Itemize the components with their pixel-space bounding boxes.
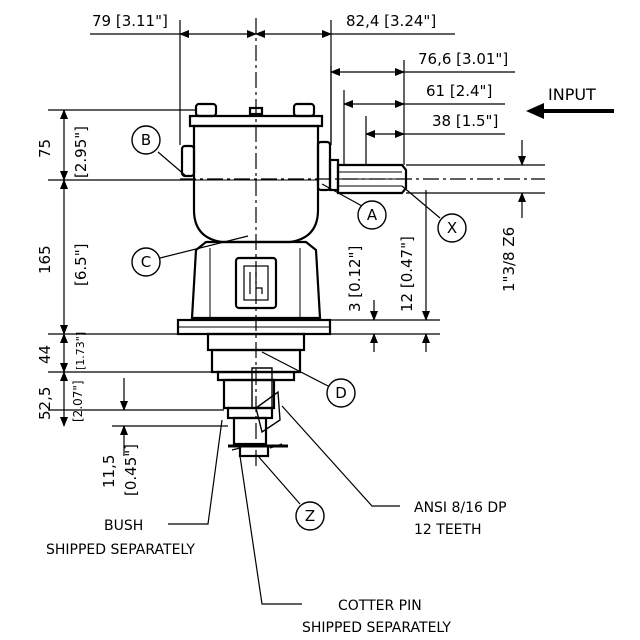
input-label: INPUT bbox=[548, 85, 596, 104]
extension-lines bbox=[48, 18, 545, 470]
dim-3: 3 [0.12"] bbox=[346, 246, 364, 312]
callout-c: C bbox=[131, 247, 161, 277]
dim-shaft-dia: 1"3/8 Z6 bbox=[500, 227, 518, 292]
dim-75-inch: [2.95"] bbox=[72, 126, 90, 178]
cotter-pin-label: COTTER PIN bbox=[338, 598, 422, 614]
gearbox-body bbox=[176, 102, 408, 458]
callout-a: A bbox=[357, 200, 387, 230]
ansi-label: ANSI 8/16 DP bbox=[414, 500, 507, 516]
dim-61: 61 [2.4"] bbox=[426, 82, 492, 100]
dim-165-inch: [6.5"] bbox=[72, 244, 90, 286]
bush-label: BUSH bbox=[104, 518, 143, 534]
callout-d: D bbox=[326, 378, 356, 408]
dim-82-4: 82,4 [3.24"] bbox=[346, 12, 436, 30]
input-arrow bbox=[526, 103, 614, 119]
dim-52-5-inch: [2.07"] bbox=[71, 380, 85, 422]
svg-text:X: X bbox=[447, 219, 457, 237]
callout-x: X bbox=[437, 213, 467, 243]
dim-165: 165 bbox=[36, 245, 54, 274]
bush-shipped-label: SHIPPED SEPARATELY bbox=[46, 542, 195, 558]
dim-76-6: 76,6 [3.01"] bbox=[418, 50, 508, 68]
dim-11-5: 11,5 bbox=[100, 455, 118, 488]
dim-44: 44 bbox=[36, 345, 54, 364]
svg-text:B: B bbox=[141, 131, 151, 149]
dim-12: 12 [0.47"] bbox=[398, 236, 416, 312]
svg-text:Z: Z bbox=[305, 507, 315, 525]
callout-z: Z bbox=[295, 501, 325, 531]
dim-44-inch: [1.73"] bbox=[74, 332, 87, 370]
dim-52-5: 52,5 bbox=[36, 387, 54, 420]
leader-lines bbox=[157, 151, 441, 605]
dim-79: 79 [3.11"] bbox=[92, 12, 168, 30]
callout-b: B bbox=[131, 125, 161, 155]
svg-text:D: D bbox=[335, 384, 347, 402]
dimension-lines bbox=[60, 30, 526, 456]
svg-text:A: A bbox=[367, 206, 378, 224]
dim-11-5-inch: [0.45"] bbox=[122, 444, 140, 496]
dim-75: 75 bbox=[36, 139, 54, 158]
dim-38: 38 [1.5"] bbox=[432, 112, 498, 130]
cotter-shipped-label: SHIPPED SEPARATELY bbox=[302, 620, 451, 636]
teeth-label: 12 TEETH bbox=[414, 522, 482, 538]
svg-text:C: C bbox=[141, 253, 151, 271]
